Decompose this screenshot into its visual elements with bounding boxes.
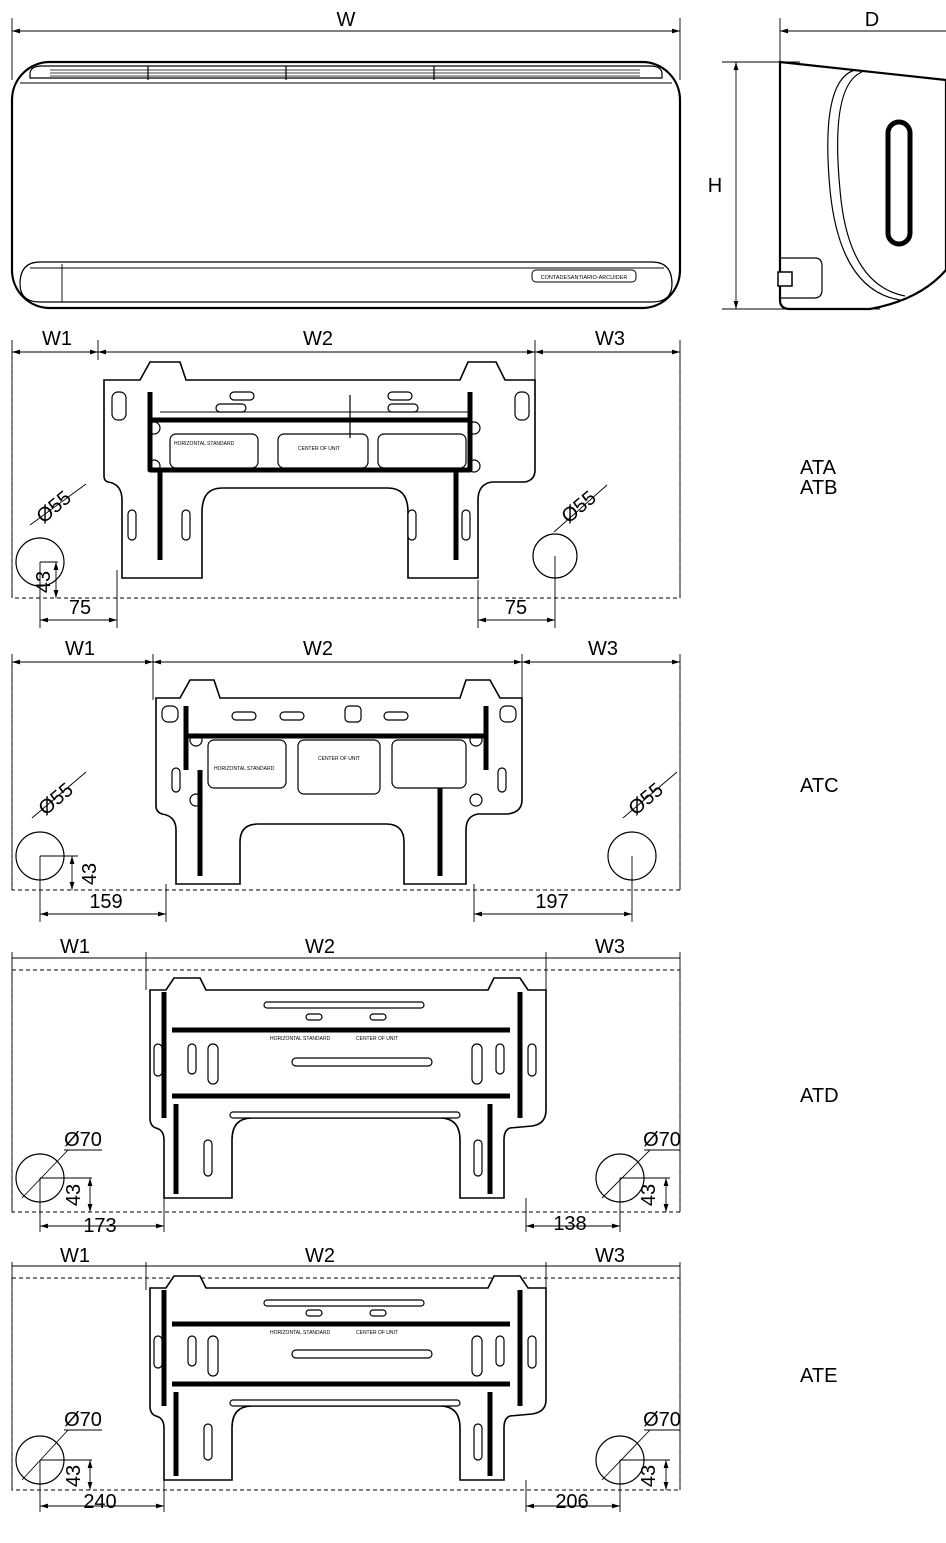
section-ate: W1 W2 W3 HORIZONTAL STANDARD CENTER OF U… [11,1245,837,1513]
svg-text:43: 43 [638,1184,660,1206]
svg-text:Ø70: Ø70 [64,1409,102,1431]
svg-text:HORIZONTAL STANDARD: HORIZONTAL STANDARD [270,1330,331,1336]
svg-text:240: 240 [83,1491,116,1513]
svg-text:W3: W3 [595,936,625,958]
model-label-ate: ATE [800,1365,837,1387]
width-label: W [337,9,356,31]
hole-right-diameter: Ø55 [558,487,601,528]
svg-text:W1: W1 [60,936,90,958]
svg-text:173: 173 [83,1215,116,1237]
svg-text:Ø70: Ø70 [643,1409,681,1431]
section-atc: W1 W2 W3 HORIZONTAL STANDARD CENTER OF U… [11,638,839,922]
mounting-plate [149,1275,547,1481]
unit-outline [11,1277,681,1491]
svg-text:HORIZONTAL STANDARD: HORIZONTAL STANDARD [270,1036,331,1042]
model-label-atd: ATD [800,1085,839,1107]
model-label-ata: ATA [800,457,837,479]
svg-text:CONTADESANTIARIO-ARCUIDER: CONTADESANTIARIO-ARCUIDER [541,275,628,281]
w2-label: W2 [303,328,333,350]
left-offset-label: 75 [69,597,91,619]
svg-text:W2: W2 [305,1245,335,1267]
right-offset-label: 75 [505,597,527,619]
svg-text:138: 138 [553,1213,586,1235]
hole-left-diameter: Ø55 [33,487,76,528]
svg-text:197: 197 [535,891,568,913]
svg-text:HORIZONTAL STANDARD: HORIZONTAL STANDARD [214,766,275,772]
svg-text:CENTER OF UNIT: CENTER OF UNIT [356,1330,398,1336]
svg-text:43: 43 [79,863,101,885]
svg-text:W1: W1 [60,1245,90,1267]
depth-label: D [865,9,879,31]
svg-text:43: 43 [638,1465,660,1487]
w1-label: W1 [42,328,72,350]
svg-text:Ø70: Ø70 [643,1129,681,1151]
indoor-unit-body [10,60,682,310]
svg-text:CENTER OF UNIT: CENTER OF UNIT [298,446,340,452]
svg-text:43: 43 [63,1465,85,1487]
svg-text:HORIZONTAL STANDARD: HORIZONTAL STANDARD [174,441,235,447]
front-view: W CONTADESANTIARIO-ARCUIDER [10,9,682,310]
side-view: D H [708,9,946,311]
section-atd: W1 W2 W3 HORIZONTAL STANDARD CENTER OF U… [11,936,839,1237]
unit-outline [11,351,681,599]
brand-badge [531,269,637,283]
side-profile [778,60,946,311]
section-ata-atb: W1 W2 W3 HORIZONTAL STANDARD CENTER OF U… [11,328,837,628]
svg-text:W3: W3 [595,1245,625,1267]
svg-text:W2: W2 [303,638,333,660]
w3-label: W3 [595,328,625,350]
hole-height-label: 43 [33,571,55,593]
air-outlet [19,261,673,303]
height-label: H [708,175,722,197]
svg-text:CENTER OF UNIT: CENTER OF UNIT [318,756,360,762]
svg-text:206: 206 [555,1491,588,1513]
svg-text:W3: W3 [588,638,618,660]
svg-text:159: 159 [89,891,122,913]
svg-text:W2: W2 [305,936,335,958]
model-label-atb: ATB [800,477,837,499]
side-handle [885,119,913,247]
mounting-plate [149,977,547,1199]
model-label-atc: ATC [800,775,839,797]
svg-text:43: 43 [63,1184,85,1206]
svg-text:Ø70: Ø70 [64,1129,102,1151]
svg-text:CENTER OF UNIT: CENTER OF UNIT [356,1036,398,1042]
svg-text:W1: W1 [65,638,95,660]
